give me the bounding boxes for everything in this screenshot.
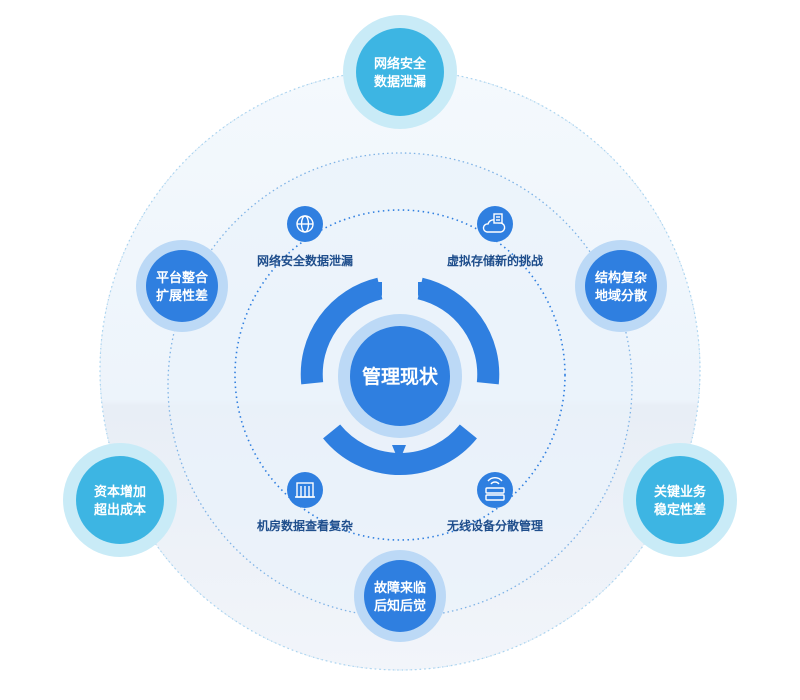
node-line2: 扩展性差 <box>156 288 208 304</box>
router-icon <box>485 477 505 501</box>
inner-dotted-orbit <box>234 209 566 541</box>
node-line2: 后知后觉 <box>374 598 426 614</box>
cloud-server-icon <box>482 213 506 233</box>
center-arc-right <box>417 277 500 385</box>
center-core <box>350 326 450 426</box>
node-core <box>636 456 724 544</box>
node-line2: 数据泄漏 <box>374 74 426 90</box>
node-line1: 故障来临 <box>374 580 426 596</box>
inner-item-label: 机房数据查看复杂 <box>257 518 353 533</box>
inner-item-label: 虚拟存储新的挑战 <box>447 253 543 268</box>
outer-node-platform[interactable]: 平台整合 扩展性差 <box>136 240 228 332</box>
center-title: 管理现状 <box>362 365 439 388</box>
inner-item-label: 网络安全数据泄漏 <box>257 253 353 268</box>
center-arc-left <box>300 277 383 385</box>
node-line1: 关键业务 <box>654 484 707 500</box>
center-arc-bottom <box>323 424 477 475</box>
inner-item-datacenter[interactable]: 机房数据查看复杂 <box>257 472 353 533</box>
globe-icon <box>296 215 314 233</box>
node-line1: 结构复杂 <box>595 270 647 286</box>
outer-node-business[interactable]: 关键业务 稳定性差 <box>623 443 737 557</box>
middle-dotted-orbit <box>167 152 633 618</box>
node-core <box>364 560 436 632</box>
center-arc-notches <box>372 282 428 462</box>
outer-node-network-leak[interactable]: 网络安全 数据泄漏 <box>343 15 457 129</box>
building-icon <box>295 482 315 498</box>
node-line1: 资本增加 <box>94 484 146 500</box>
node-core <box>146 250 218 322</box>
outer-node-fault[interactable]: 故障来临 后知后觉 <box>354 550 446 642</box>
node-line1: 网络安全 <box>374 56 427 72</box>
inner-item-label: 无线设备分散管理 <box>446 518 543 533</box>
node-line1: 平台整合 <box>156 270 209 286</box>
center-ring <box>300 277 500 475</box>
node-core <box>356 28 444 116</box>
outer-node-structure[interactable]: 结构复杂 地域分散 <box>575 240 667 332</box>
node-line2: 地域分散 <box>595 288 648 304</box>
inner-item-storage[interactable]: 虚拟存储新的挑战 <box>447 206 543 268</box>
node-core <box>585 250 657 322</box>
icon-circle <box>477 206 513 242</box>
inner-item-wireless[interactable]: 无线设备分散管理 <box>446 472 543 533</box>
outer-node-capital[interactable]: 资本增加 超出成本 <box>63 443 177 557</box>
inner-item-network[interactable]: 网络安全数据泄漏 <box>257 206 353 268</box>
node-line2: 稳定性差 <box>654 502 706 518</box>
node-core <box>76 456 164 544</box>
node-line2: 超出成本 <box>94 502 146 518</box>
